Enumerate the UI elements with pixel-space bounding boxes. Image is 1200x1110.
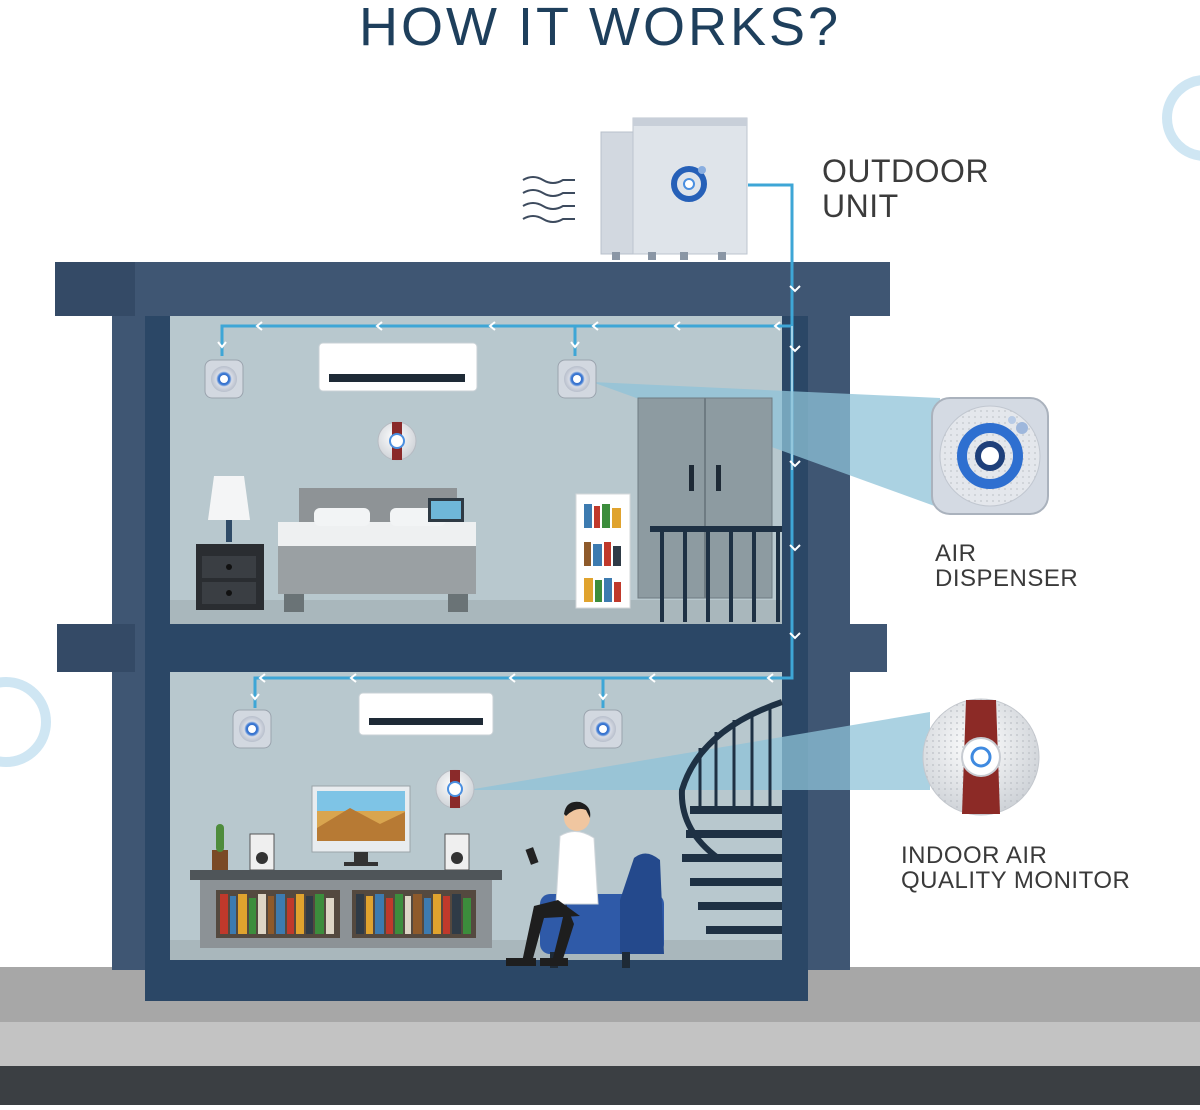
- sidewalk: [0, 1022, 1200, 1066]
- logo-ring-icon: [671, 166, 707, 202]
- air-duct-network: [220, 183, 794, 708]
- decorative-ring: [0, 677, 51, 767]
- air-quality-monitor-icon: [435, 769, 475, 809]
- page-title: HOW IT WORKS?: [358, 0, 842, 57]
- air-dispenser-label-line: AIR: [935, 540, 977, 567]
- air-dispenser-icon: [557, 359, 597, 399]
- outdoor-unit-label: OUTDOOR UNIT: [822, 154, 989, 224]
- indoor-monitor-label-line: QUALITY MONITOR: [901, 867, 1131, 894]
- outdoor-unit-label-line: UNIT: [822, 188, 899, 224]
- air-dispenser-label-line: DISPENSER: [935, 565, 1079, 592]
- lower-room-furniture: [190, 692, 783, 968]
- road: [0, 1066, 1200, 1105]
- air-dispenser-closeup: [931, 397, 1049, 515]
- indoor-monitor-label-line: INDOOR AIR: [901, 842, 1048, 869]
- air-quality-monitor-closeup: [922, 698, 1040, 816]
- air-dispenser-icon: [583, 709, 623, 749]
- person-icon: [506, 801, 599, 966]
- airflow-arrows: [217, 285, 801, 701]
- upper-room-furniture: [196, 342, 782, 622]
- outdoor-unit: [522, 117, 748, 260]
- air-quality-monitor-icon: [377, 421, 417, 461]
- air-dispenser-icon: [232, 709, 272, 749]
- indoor-monitor-label: INDOOR AIR QUALITY MONITOR: [901, 843, 1130, 893]
- decorative-ring: [1162, 75, 1200, 161]
- air-dispenser-icon: [204, 359, 244, 399]
- wind-icon: [522, 176, 575, 223]
- outdoor-unit-label-line: OUTDOOR: [822, 153, 990, 189]
- air-dispenser-label: AIR DISPENSER: [935, 541, 1078, 591]
